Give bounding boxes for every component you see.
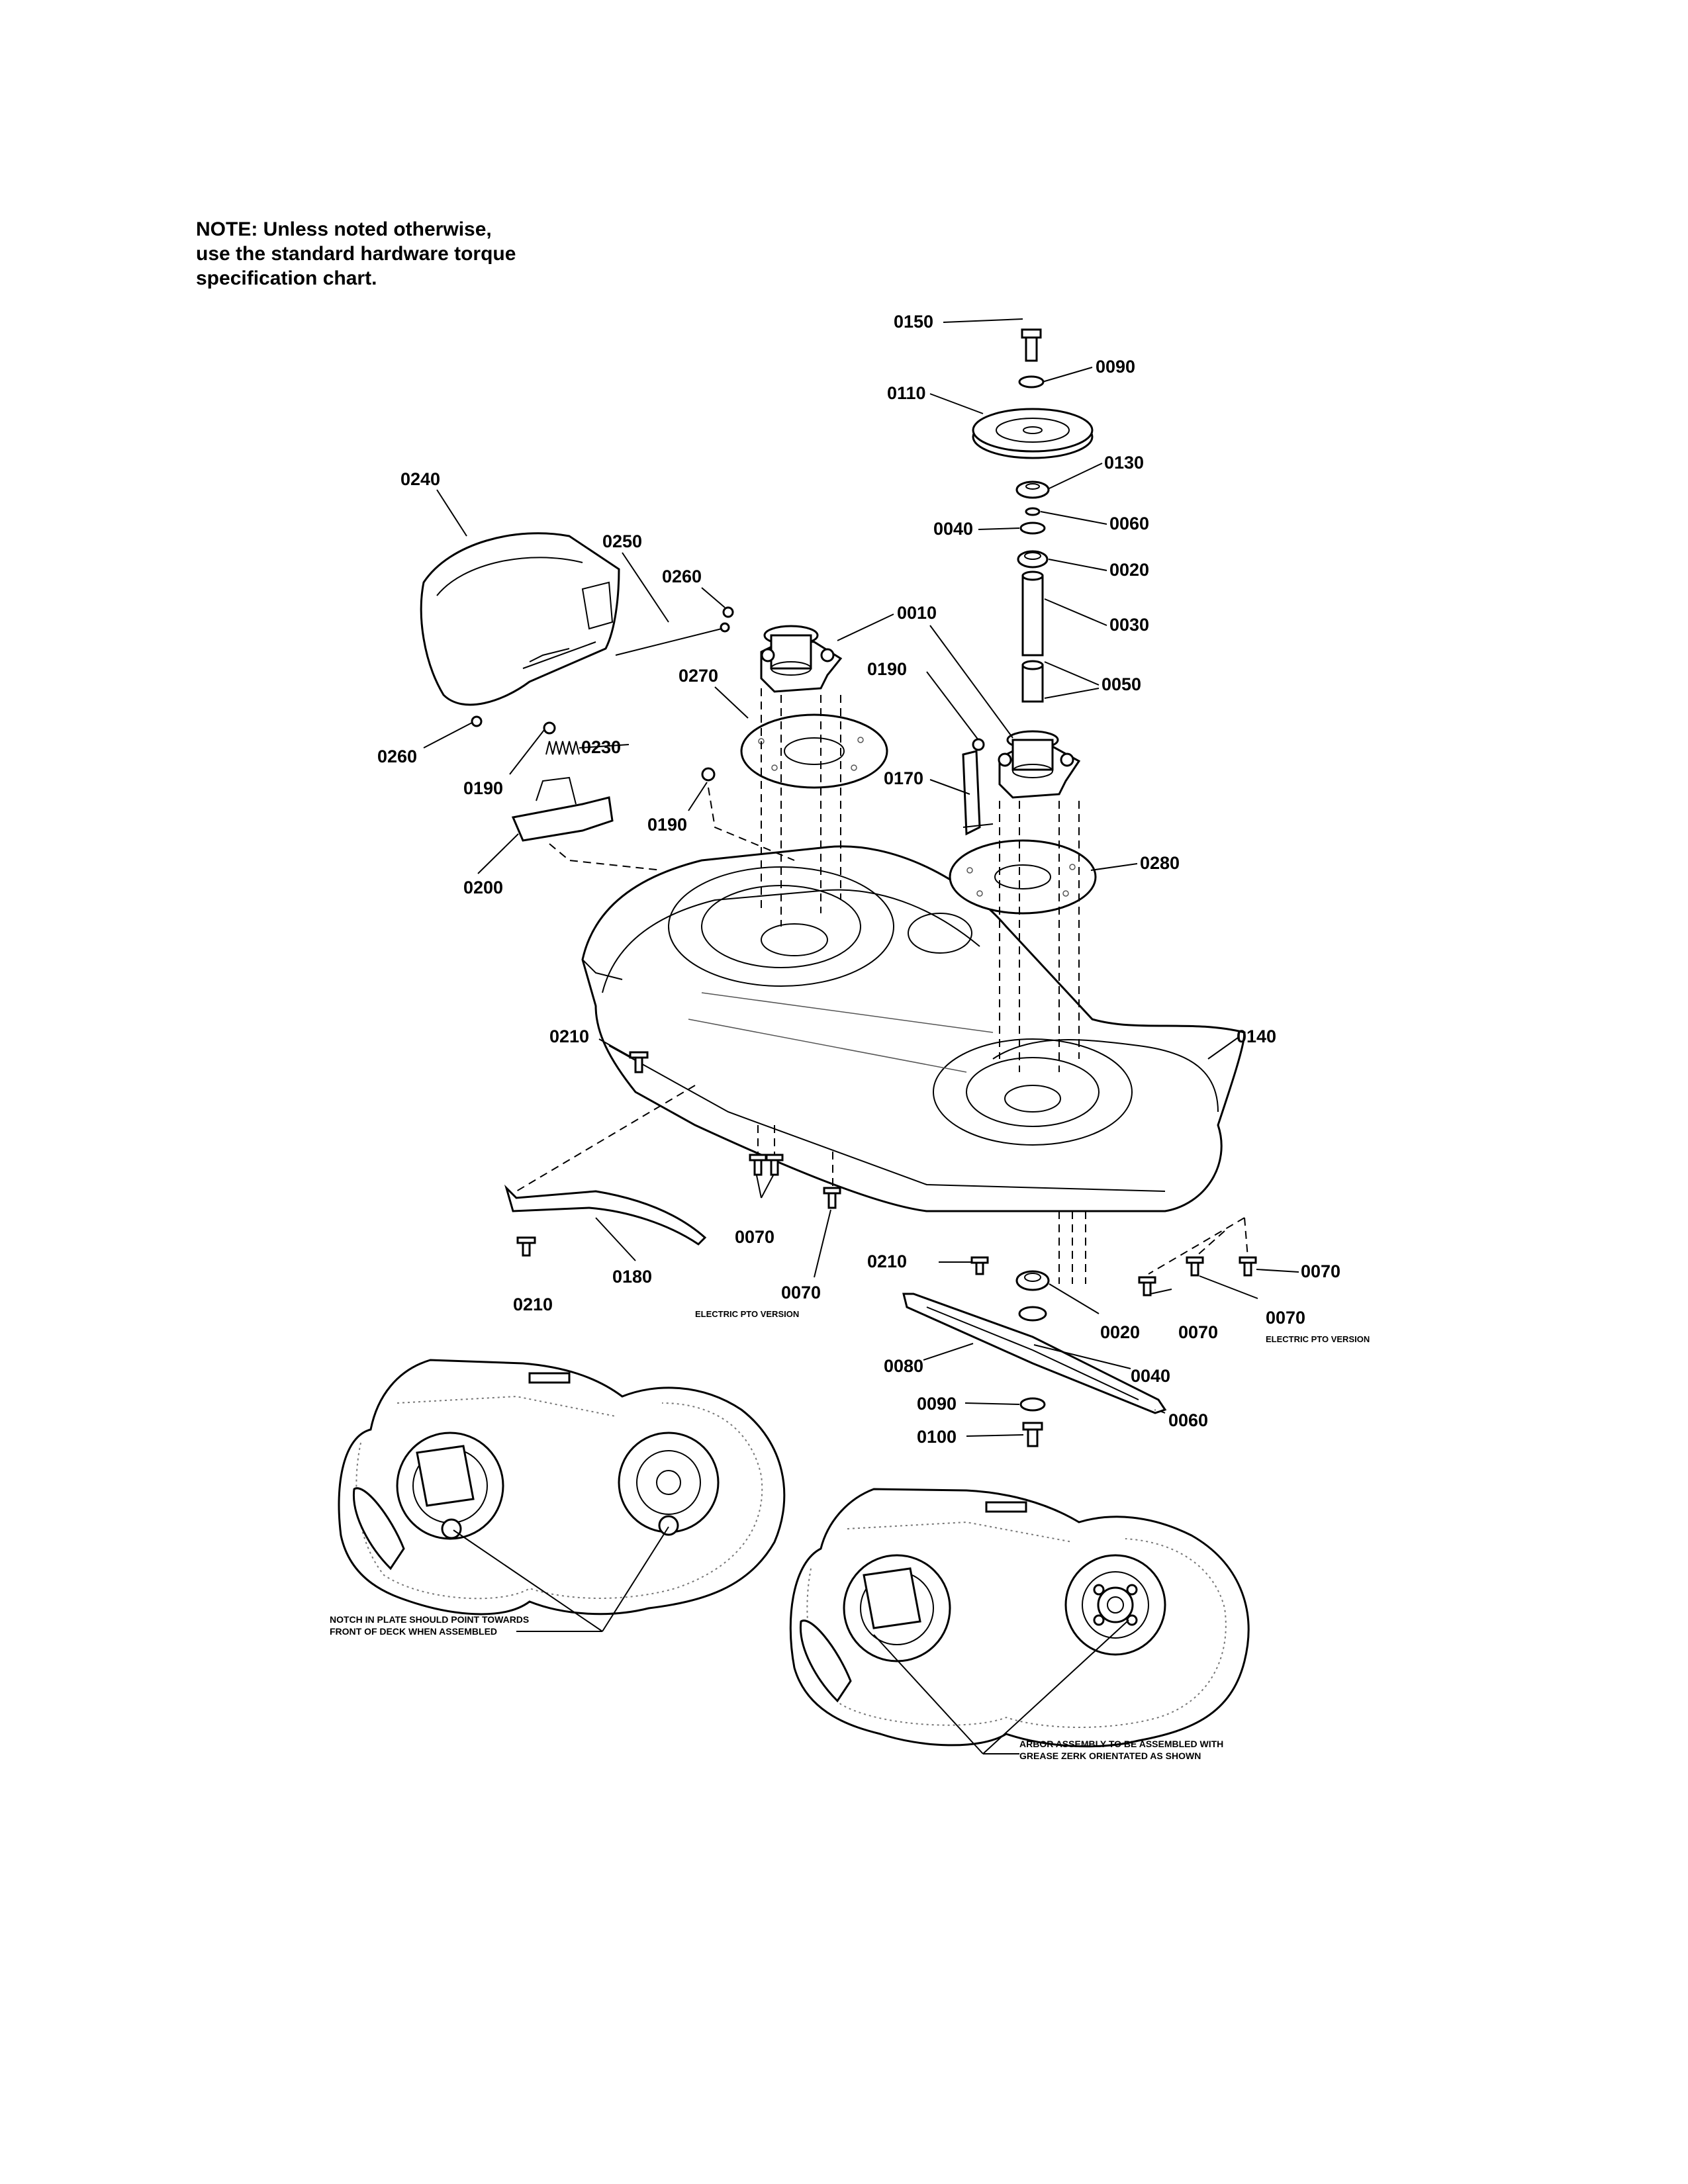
callout-0070-pto-right: 0070 bbox=[1266, 1308, 1305, 1328]
torque-note-line-1: NOTE: Unless noted otherwise, bbox=[196, 218, 492, 240]
spacer-washer-lower bbox=[1018, 1306, 1047, 1322]
nut-left bbox=[701, 767, 716, 782]
callout-0030: 0030 bbox=[1109, 615, 1149, 635]
nut-right bbox=[972, 738, 985, 751]
callout-0070-pto-note: ELECTRIC PTO VERSION bbox=[695, 1309, 799, 1319]
callout-0110: 0110 bbox=[887, 383, 926, 403]
idler-bracket bbox=[962, 750, 994, 836]
spindle-bolt bbox=[1021, 328, 1042, 362]
bearing-top bbox=[1015, 480, 1050, 499]
pulley bbox=[972, 408, 1094, 459]
callout-0090-top: 0090 bbox=[1096, 357, 1135, 377]
deck-top-view-plates: NOTCH IN PLATE SHOULD POINT TOWARDS FRON… bbox=[330, 1359, 786, 1637]
callout-0260-right: 0260 bbox=[662, 567, 702, 586]
callout-0130: 0130 bbox=[1104, 453, 1144, 473]
callout-0060-top: 0060 bbox=[1109, 514, 1149, 533]
callout-0070-mid: 0070 bbox=[1178, 1322, 1218, 1342]
callout-0210-blade: 0210 bbox=[867, 1251, 907, 1271]
callout-labels: 0150 0090 0110 0130 0040 0060 0020 0030 … bbox=[377, 312, 1370, 1447]
blade-bolt bbox=[1022, 1422, 1043, 1447]
callout-0040-bottom: 0040 bbox=[1131, 1366, 1170, 1386]
mower-blade bbox=[902, 1293, 1167, 1414]
spindle-shaft bbox=[1021, 570, 1044, 657]
right-spindle-plate bbox=[949, 839, 1097, 915]
right-spindle-housing bbox=[998, 730, 1081, 799]
screw-0070-e bbox=[1186, 1256, 1204, 1277]
callout-0070-pto-right-note: ELECTRIC PTO VERSION bbox=[1266, 1334, 1370, 1344]
mower-deck-housing bbox=[581, 845, 1246, 1212]
arbor-note-line-1: ARBOR ASSEMBLY TO BE ASSEMBLED WITH bbox=[1019, 1739, 1223, 1749]
chute-spring bbox=[545, 741, 580, 755]
callout-0020-top: 0020 bbox=[1109, 560, 1149, 580]
callout-0090-bottom: 0090 bbox=[917, 1394, 957, 1414]
callout-0230: 0230 bbox=[581, 737, 621, 757]
screw-0210-deck bbox=[629, 1051, 649, 1073]
callout-0100: 0100 bbox=[917, 1427, 957, 1447]
callout-0010: 0010 bbox=[897, 603, 937, 623]
callout-0190-center: 0190 bbox=[647, 815, 687, 835]
torque-note: NOTE: Unless noted otherwise, use the st… bbox=[196, 217, 659, 291]
callout-0200: 0200 bbox=[463, 878, 503, 897]
callout-0250: 0250 bbox=[602, 531, 642, 551]
callout-0040-top: 0040 bbox=[933, 519, 973, 539]
callout-0190-right: 0190 bbox=[867, 659, 907, 679]
callout-0070-right: 0070 bbox=[1301, 1261, 1340, 1281]
callout-0020-bottom: 0020 bbox=[1100, 1322, 1140, 1342]
left-spindle-housing bbox=[760, 625, 843, 693]
callout-0180: 0180 bbox=[612, 1267, 652, 1287]
screw-0070-f bbox=[1239, 1256, 1257, 1277]
callout-0210-baffle: 0210 bbox=[513, 1295, 553, 1314]
screw-0070-b bbox=[765, 1154, 784, 1176]
spacer-sleeve bbox=[1021, 660, 1044, 703]
bearing-lower bbox=[1015, 1270, 1050, 1291]
deck-top-view-arbors: ARBOR ASSEMBLY TO BE ASSEMBLED WITH GREA… bbox=[789, 1488, 1250, 1761]
bearing-upper bbox=[1017, 550, 1049, 569]
callout-leaders bbox=[423, 318, 1299, 1437]
callout-0150: 0150 bbox=[894, 312, 933, 332]
blade-washer bbox=[1019, 1397, 1046, 1412]
callout-0140: 0140 bbox=[1237, 1026, 1276, 1046]
retaining-ring-top bbox=[1025, 507, 1041, 516]
torque-note-line-2: use the standard hardware torque bbox=[196, 243, 516, 265]
notch-note-line-2: FRONT OF DECK WHEN ASSEMBLED bbox=[330, 1626, 497, 1637]
screw-0070-c bbox=[823, 1187, 841, 1209]
chute-bracket bbox=[511, 776, 614, 842]
callout-0260-left: 0260 bbox=[377, 747, 417, 766]
arbor-note-line-2: GREASE ZERK ORIENTATED AS SHOWN bbox=[1019, 1751, 1201, 1761]
hinge-rod bbox=[615, 622, 730, 656]
callout-0270: 0270 bbox=[679, 666, 718, 686]
callout-0280: 0280 bbox=[1140, 853, 1180, 873]
hinge-pin-right bbox=[722, 606, 734, 618]
torque-note-line-3: specification chart. bbox=[196, 267, 377, 289]
screw-0210-blade bbox=[970, 1256, 989, 1275]
washer-top bbox=[1018, 375, 1045, 388]
notch-note-line-1: NOTCH IN PLATE SHOULD POINT TOWARDS bbox=[330, 1614, 529, 1625]
spacer-washer-top bbox=[1019, 522, 1046, 535]
callout-0070-pto: 0070 bbox=[781, 1283, 821, 1302]
callout-0190-left: 0190 bbox=[463, 778, 503, 798]
discharge-chute bbox=[420, 532, 620, 706]
spring-nut bbox=[543, 721, 556, 735]
callout-0240: 0240 bbox=[400, 469, 440, 489]
callout-0080: 0080 bbox=[884, 1356, 923, 1376]
left-spindle-plate bbox=[740, 713, 888, 789]
callout-0170: 0170 bbox=[884, 768, 923, 788]
callout-0070-pair: 0070 bbox=[735, 1227, 774, 1247]
screw-0070-d bbox=[1138, 1276, 1156, 1297]
callout-0060-bottom: 0060 bbox=[1168, 1410, 1208, 1430]
deck-baffle bbox=[504, 1184, 707, 1246]
screw-0070-a bbox=[749, 1154, 767, 1176]
hinge-pin-left bbox=[471, 715, 483, 727]
callout-0050: 0050 bbox=[1102, 674, 1141, 694]
assembly-guide-lines bbox=[516, 688, 1248, 1284]
callout-0210-deck: 0210 bbox=[549, 1026, 589, 1046]
screw-0210-baffle bbox=[516, 1236, 536, 1257]
